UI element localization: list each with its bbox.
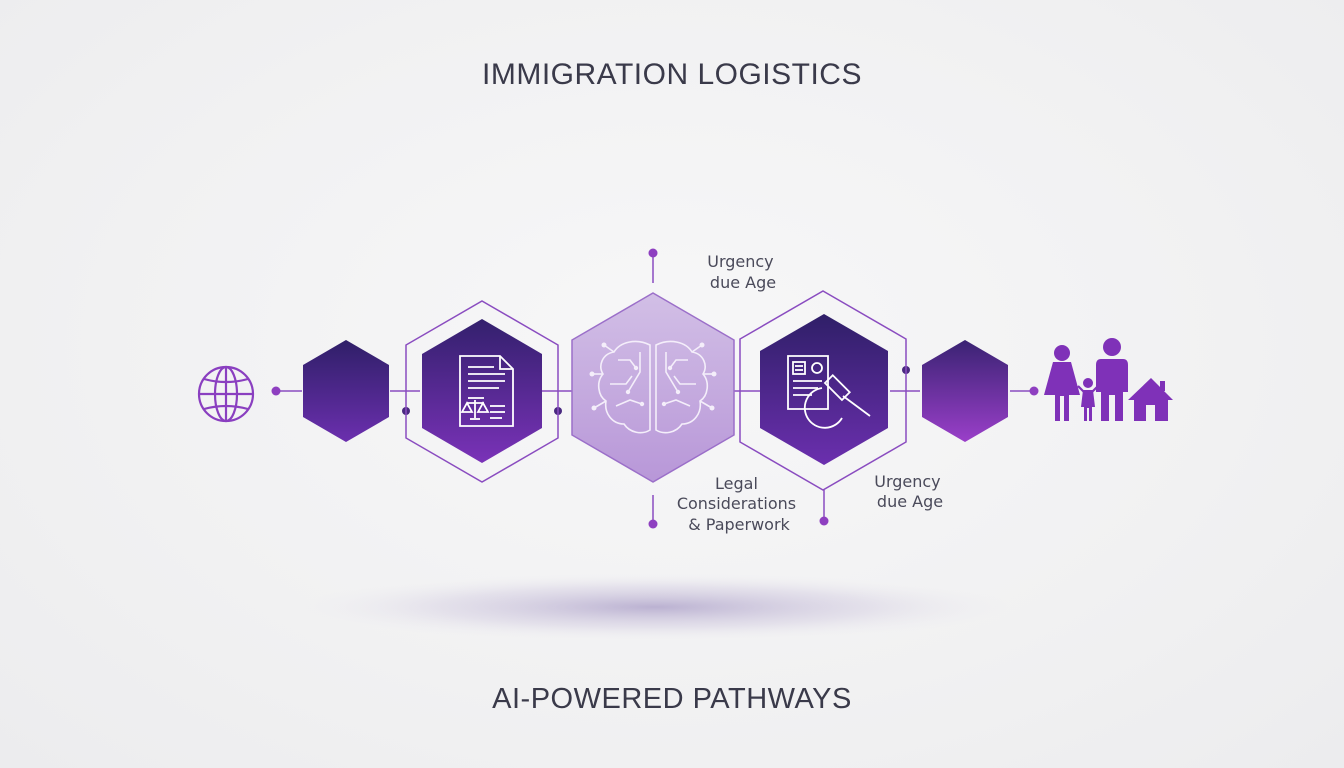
hex-legal-document <box>422 319 542 463</box>
floor-shadow <box>295 573 1015 641</box>
connector-dots <box>271 248 1039 529</box>
globe-icon <box>197 365 255 423</box>
hex-plain-right <box>922 340 1008 442</box>
frame-right <box>739 290 907 491</box>
house-door <box>1146 405 1155 421</box>
circuit-brain-nodes <box>589 342 717 411</box>
frame-left <box>405 300 559 483</box>
hex-judgement <box>760 314 888 465</box>
hex-plain-left <box>303 340 389 442</box>
document-gavel-icon <box>787 355 871 429</box>
label-urgency-top: Urgency due Age <box>707 252 779 292</box>
page-subtitle: AI-POWERED PATHWAYS <box>492 683 852 715</box>
circuit-brain-icon <box>592 340 714 434</box>
page-title: IMMIGRATION LOGISTICS <box>482 58 862 91</box>
hex-ai-brain <box>571 292 735 483</box>
family-house-icon <box>1044 338 1173 421</box>
label-legal-considerations: Legal Considerations & Paperwork <box>677 474 801 534</box>
document-scales-icon <box>459 355 514 427</box>
label-urgency-bottom: Urgency due Age <box>874 472 946 511</box>
